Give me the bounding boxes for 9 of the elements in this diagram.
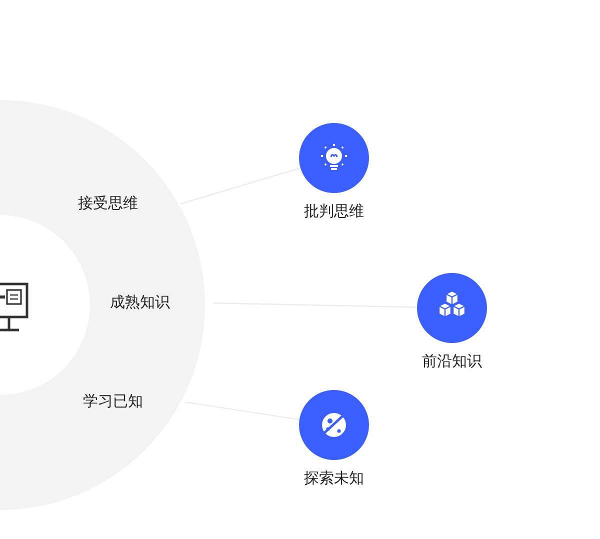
connector-line <box>212 302 418 308</box>
node-caption: 探索未知 <box>304 468 364 488</box>
ring-label: 接受思维 <box>78 193 180 215</box>
node-caption: 前沿知识 <box>422 351 482 371</box>
ring-label: 成熟知识 <box>110 292 213 314</box>
connector-line <box>180 167 301 205</box>
node-caption: 批判思维 <box>304 201 364 221</box>
ring-label: 学习已知 <box>83 391 185 413</box>
connector-line <box>184 401 300 420</box>
